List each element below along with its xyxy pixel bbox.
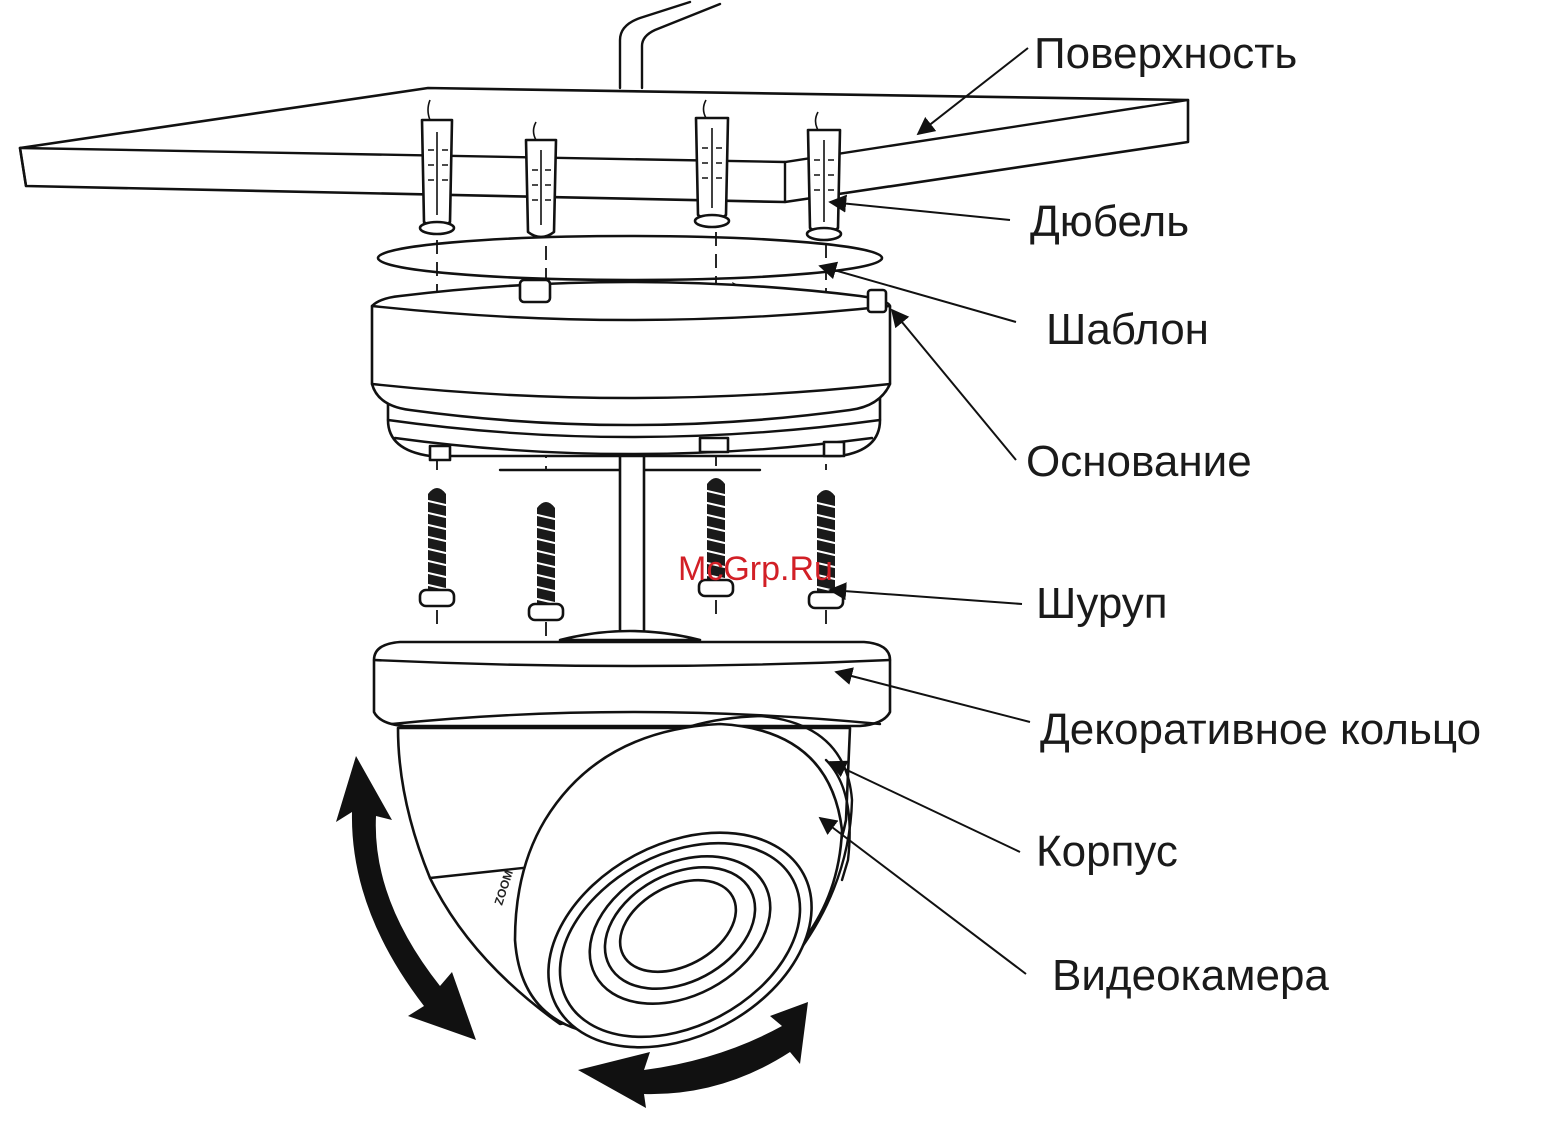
screw-2: [529, 502, 563, 620]
template: [378, 236, 882, 280]
anchor-3: [695, 100, 729, 227]
screw-1: [420, 488, 454, 606]
label-decor-ring: Декоративное кольцо: [1040, 705, 1481, 754]
mounting-surface: [20, 88, 1188, 202]
label-housing: Корпус: [1036, 827, 1178, 876]
label-anchor: Дюбель: [1030, 197, 1189, 246]
mount-post: [620, 456, 644, 632]
label-surface: Поверхность: [1034, 29, 1297, 78]
anchor-2: [526, 122, 556, 237]
label-screw: Шуруп: [1036, 579, 1168, 628]
anchor-1: [420, 100, 454, 234]
label-base: Основание: [1026, 437, 1252, 486]
base: [372, 280, 890, 470]
label-camera: Видеокамера: [1052, 951, 1329, 1000]
anchor-4: [807, 112, 841, 240]
cable: [620, 2, 720, 88]
label-template: Шаблон: [1046, 305, 1209, 354]
decorative-ring: [374, 631, 890, 726]
watermark: McGrp.Ru: [678, 550, 833, 588]
labels: Поверхность Дюбель Шаблон Основание Шуру…: [1026, 29, 1481, 1000]
